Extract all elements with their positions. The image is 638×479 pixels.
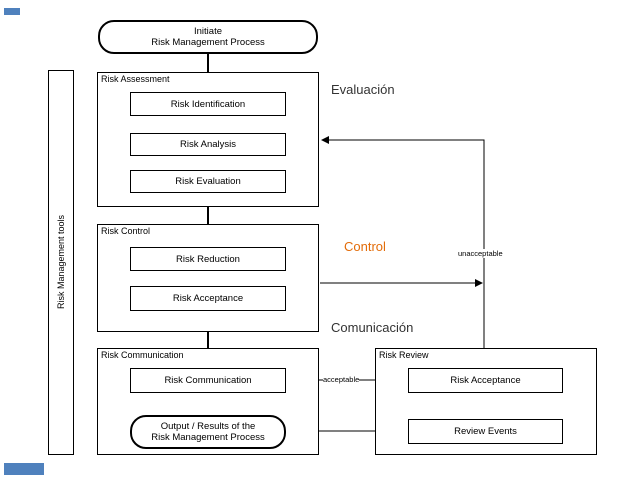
risk-analysis-box: Risk Analysis [130,133,286,156]
review-events-box: Review Events [408,419,563,444]
decorative-bar-top [4,8,20,15]
decorative-bar-bottom [4,463,44,475]
control-annotation: Control [344,239,386,254]
risk-management-tools-label: Risk Management tools [56,214,66,310]
risk-assessment-title: Risk Assessment [101,74,170,84]
risk-reduction-box: Risk Reduction [130,247,286,271]
initiate-line1: Initiate [194,26,222,37]
arrow-unacceptable-loop [321,136,485,367]
output-line1: Output / Results of the [160,421,256,432]
unacceptable-label: unacceptable [458,249,503,258]
risk-control-acceptance-box: Risk Acceptance [130,286,286,311]
review-acceptance-box: Risk Acceptance [408,368,563,393]
acceptable-label: acceptable [323,375,360,384]
risk-control-title: Risk Control [101,226,151,236]
risk-communication-title: Risk Communication [101,350,184,360]
output-line2: Risk Management Process [151,432,265,443]
risk-review-title: Risk Review [379,350,429,360]
risk-evaluation-box: Risk Evaluation [130,170,286,193]
risk-identification-box: Risk Identification [130,92,286,116]
risk-control-panel: Risk Control [97,224,319,332]
risk-management-tools-bar: Risk Management tools [48,70,74,455]
initiate-process-node: Initiate Risk Management Process [98,20,318,54]
risk-communication-box: Risk Communication [130,368,286,393]
evaluacion-annotation: Evaluación [331,82,395,97]
output-results-node: Output / Results of the Risk Management … [130,415,286,449]
comunicacion-annotation: Comunicación [331,320,414,335]
initiate-line2: Risk Management Process [151,37,265,48]
